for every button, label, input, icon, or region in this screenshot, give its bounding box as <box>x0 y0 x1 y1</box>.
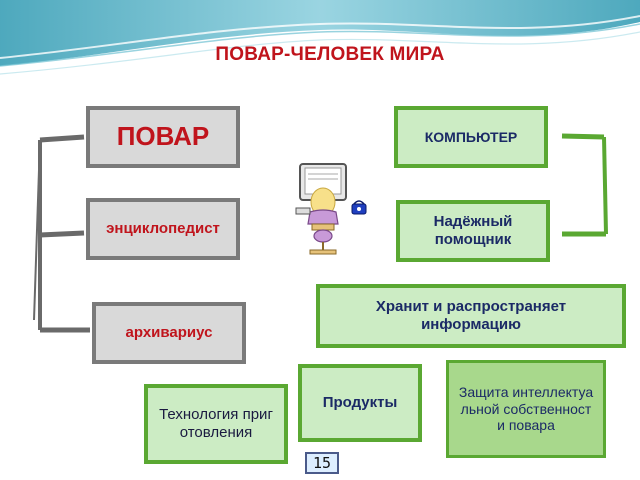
box-stores-information-label: Хранит и распространяет информацию <box>375 298 567 333</box>
box-ip-protection: Защита интеллектуальной собственности по… <box>446 360 606 458</box>
box-computer: КОМПЬЮТЕР <box>394 106 548 168</box>
box-ip-protection-label: Защита интеллектуальной собственности по… <box>458 383 594 434</box>
box-povar-label: ПОВАР <box>116 121 210 152</box>
box-computer-label: КОМПЬЮТЕР <box>424 128 518 145</box>
box-technology: Технология приготовления <box>144 384 288 464</box>
page-number-badge: 15 <box>305 452 339 474</box>
box-products-label: Продукты <box>322 394 398 411</box>
box-helper: Надёжный помощник <box>396 200 550 262</box>
person-at-computer-icon <box>295 163 367 255</box>
box-archivist: архивариус <box>92 302 246 364</box>
decorative-wave-header <box>0 0 640 75</box>
box-encyclopedist-label: энциклопедист <box>106 220 220 237</box>
box-helper-label: Надёжный помощник <box>433 213 513 248</box>
box-stores-information: Хранит и распространяет информацию <box>316 284 626 348</box>
slide-title: ПОВАР-ЧЕЛОВЕК МИРА <box>215 44 445 65</box>
box-archivist-label: архивариус <box>125 324 213 341</box>
box-products: Продукты <box>298 364 422 442</box>
box-encyclopedist: энциклопедист <box>86 198 240 260</box>
box-povar: ПОВАР <box>86 106 240 168</box>
box-technology-label: Технология приготовления <box>159 406 273 441</box>
